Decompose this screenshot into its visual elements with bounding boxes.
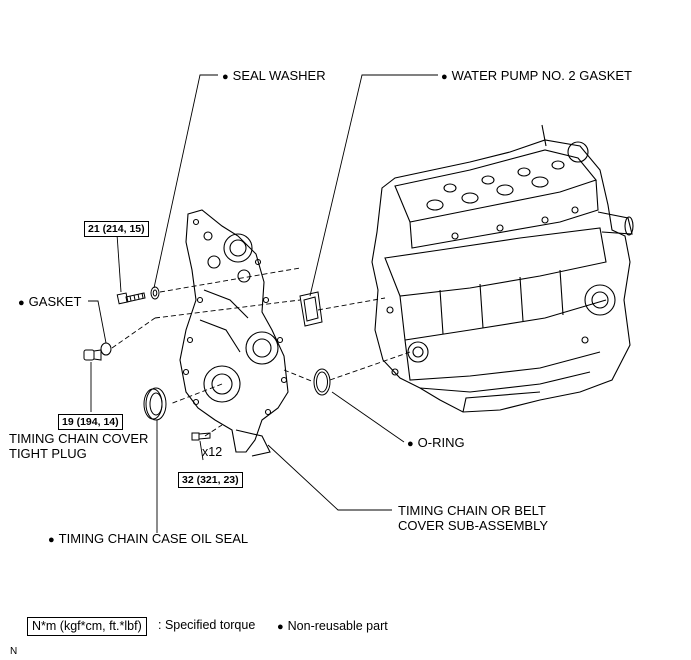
leader-lines [88,74,438,533]
torque-cover-bolts: 32 (321, 23) [178,472,243,488]
seal-washer-label: ●SEAL WASHER [222,68,326,83]
timing-chain-cover-illustration [179,209,289,457]
corner-mark: N [10,646,18,657]
legend-torque-desc: : Specified torque [158,618,256,632]
legend-nonreusable: ●Non-reusable part [277,619,388,633]
oil-seal-illustration [143,387,167,421]
tight-plug-illustration [83,349,102,361]
torque-upper-bolt: 21 (214, 15) [84,221,149,237]
assembly-dash-lines [111,267,411,437]
nonreusable-marker: ● [407,438,414,450]
legend-torque-unit: N*m (kgf*cm, ft.*lbf) [27,617,147,636]
engine-block-illustration [371,124,634,413]
o-ring-label: ●O-RING [407,435,465,450]
nonreusable-marker: ● [48,534,55,546]
tight-plug-label: TIMING CHAIN COVER TIGHT PLUG [9,431,149,461]
gasket-label: ●GASKET [18,294,82,309]
cover-sub-assembly-label: TIMING CHAIN OR BELT COVER SUB-ASSEMBLY [398,503,549,533]
gasket-ring-illustration [100,342,112,356]
torque-plug: 19 (194, 14) [58,414,123,430]
oil-seal-label: ●TIMING CHAIN CASE OIL SEAL [48,531,249,546]
nonreusable-marker: ● [441,71,448,83]
water-pump-gasket-illustration [299,291,323,327]
nonreusable-marker: ● [277,621,284,633]
nonreusable-marker: ● [222,71,229,83]
seal-washer-illustration [150,286,160,300]
upper-bolt-illustration [116,292,146,305]
nonreusable-marker: ● [18,297,25,309]
o-ring-illustration [313,368,331,396]
bolt-quantity-label: x12 [202,445,223,459]
water-pump-gasket-label: ●WATER PUMP NO. 2 GASKET [441,68,632,83]
cover-bolt-illustration [191,432,211,441]
